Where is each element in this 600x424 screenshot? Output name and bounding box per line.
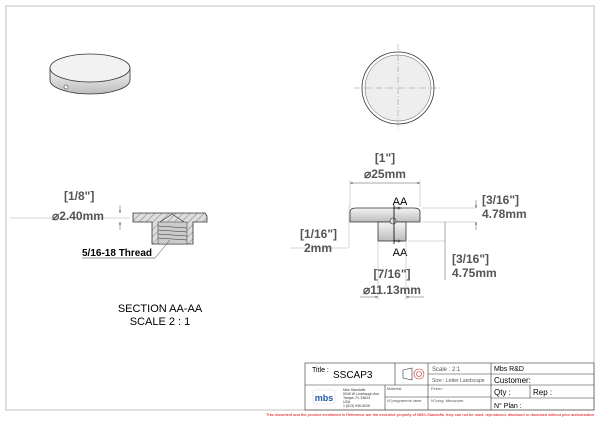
section-marker-top: AA (393, 196, 408, 208)
section-marker-bottom: AA (393, 247, 408, 259)
section-scale-label: SCALE 2 : 1 (130, 316, 191, 328)
total-height-mm: 4.78mm (482, 207, 527, 221)
svg-text:mbs: mbs (315, 393, 334, 403)
svg-text:5046 W Linebaugh Ave: 5046 W Linebaugh Ave (343, 392, 379, 396)
thread-note: 5/16-18 Thread (82, 248, 152, 259)
set-screw-hole (63, 84, 69, 90)
mecanum-program-field: N°prog. Mecanum. (431, 398, 464, 403)
boss-height-inch: [3/16"] (452, 252, 489, 266)
title-label: Title : (312, 367, 329, 374)
cap-height-inch: [1/16"] (300, 227, 337, 241)
boss-diameter-mm: ⌀11.13mm (363, 283, 421, 297)
side-view: AA AA [1"] ⌀25mm [1/16"] 2mm [3/16"] 4.7… (290, 151, 527, 300)
title-block (304, 362, 595, 411)
customer-field: Customer: (494, 376, 531, 385)
material-field: Material: (387, 386, 402, 391)
thickness-inch: [1/8"] (64, 189, 94, 203)
boss-height-mm: 4.75mm (452, 266, 497, 280)
rep-field: Rep : (533, 388, 552, 397)
company-field: Mbs R&D (494, 366, 524, 373)
diameter-inch: [1"] (375, 151, 395, 165)
company-address: Mbs Standoffs 5046 W Linebaugh Ave Tampa… (343, 388, 379, 408)
size-field: Size : Letter Landscape (432, 378, 485, 384)
footer-notice: This document and the product mentioned … (266, 412, 594, 417)
finish-field: Finish: (431, 386, 443, 391)
sheet-border (5, 5, 595, 411)
qty-field: Qty : (494, 388, 511, 397)
svg-text:Tampa, FL 33624: Tampa, FL 33624 (343, 396, 370, 400)
laser-program-field: N°programme laser (387, 398, 422, 403)
isometric-view (49, 53, 131, 95)
total-height-inch: [3/16"] (482, 193, 519, 207)
boss-diameter-inch: [7/16"] (373, 267, 410, 281)
top-view (354, 44, 442, 132)
projection-symbol (402, 367, 425, 381)
plan-number-field: N° Plan : (494, 402, 522, 410)
company-logo: mbs (312, 389, 336, 405)
drawing-title: SSCAP3 (333, 370, 373, 381)
diameter-mm: ⌀25mm (364, 167, 406, 181)
section-label: SECTION AA-AA (118, 303, 203, 315)
cap-height-mm: 2mm (304, 241, 332, 255)
svg-text:1 (813) 936-6025: 1 (813) 936-6025 (343, 404, 370, 408)
thickness-mm: ⌀2.40mm (52, 209, 104, 223)
section-view: [1/8"] ⌀2.40mm 5/16-18 Thread SECTION AA… (10, 189, 208, 328)
svg-text:USA: USA (343, 400, 351, 404)
svg-text:Mbs Standoffs: Mbs Standoffs (343, 388, 366, 392)
scale-field: Scale : 2:1 (432, 367, 461, 373)
